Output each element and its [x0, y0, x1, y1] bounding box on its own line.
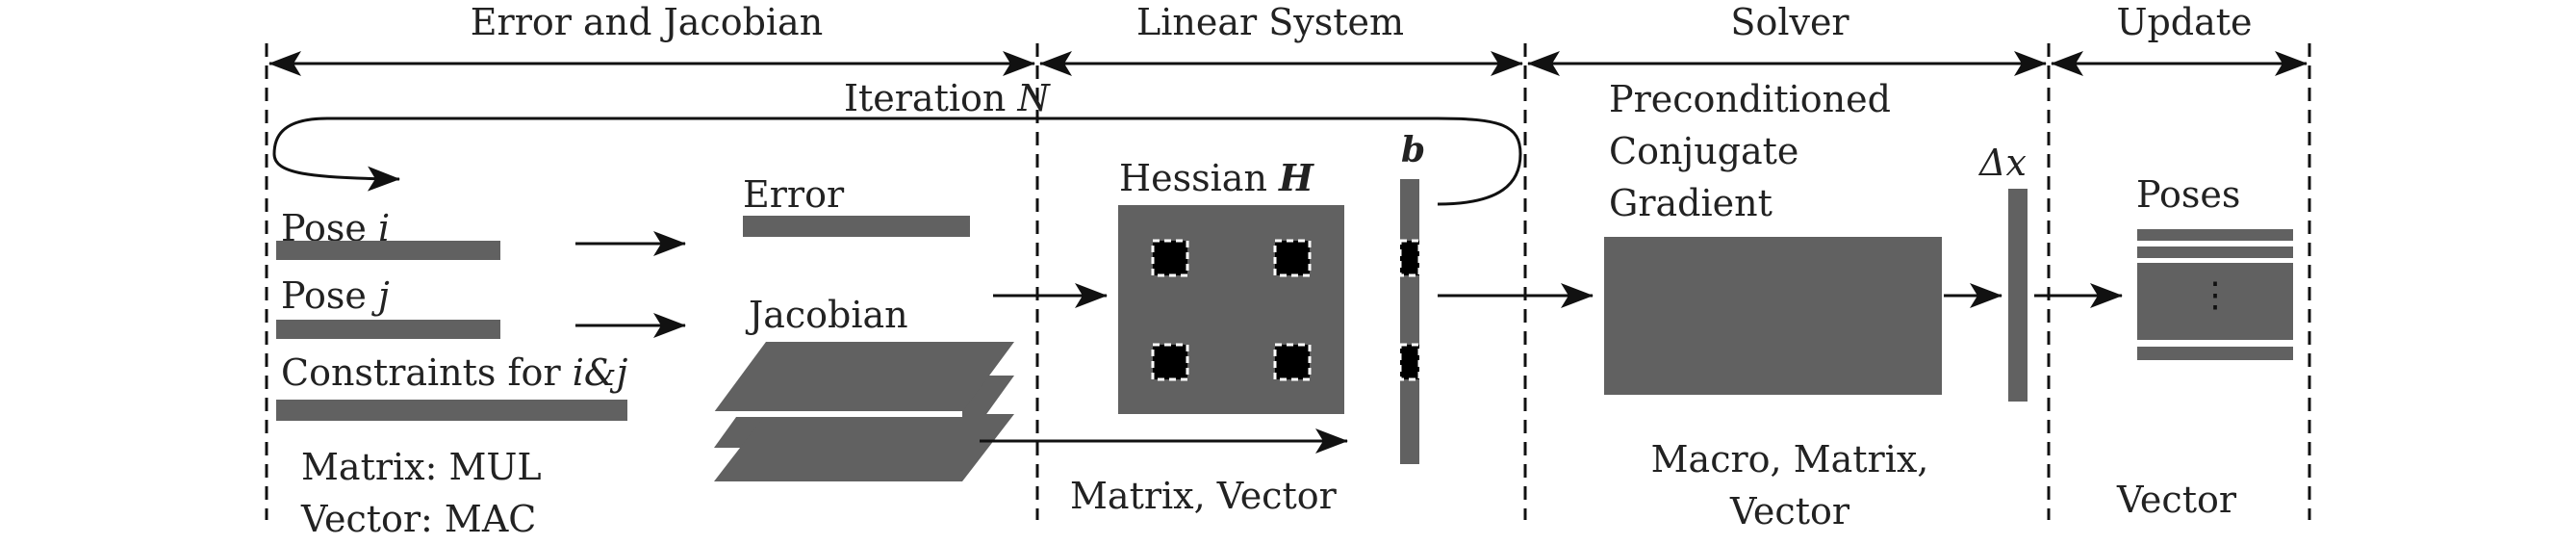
b-vector-blocks — [1398, 239, 1421, 381]
hessian-label: Hessian H — [1119, 156, 1314, 199]
hessian-block-jj — [1273, 343, 1312, 381]
pcg-label-line1: Preconditioned — [1609, 78, 1891, 120]
b-label: b — [1401, 130, 1425, 170]
pcg-block — [1604, 237, 1942, 395]
poses-row-1 — [2137, 229, 2293, 241]
b-vector — [1400, 179, 1419, 464]
jacobian-label: Jacobian — [745, 294, 908, 336]
iteration-loop — [272, 117, 1522, 206]
pcg-label-line3: Gradient — [1609, 182, 1773, 224]
poses-block — [2137, 263, 2293, 340]
stage-title-error-jacobian: Error and Jacobian — [471, 1, 823, 43]
jacobian-sheet-back-top — [714, 342, 1014, 412]
ops-update: Vector — [2116, 479, 2237, 521]
constraints-label: Constraints for i&j — [281, 351, 628, 394]
poses-ellipsis: ⋮ — [2198, 275, 2232, 315]
error-bar — [743, 216, 970, 237]
iteration-var: N — [1016, 77, 1051, 119]
b-block-j — [1398, 343, 1421, 381]
ops-linear-system: Matrix, Vector — [1070, 475, 1338, 517]
jacobian-sheet-front — [714, 414, 1014, 481]
ops-solver-line1: Macro, Matrix, — [1651, 438, 1929, 480]
pose-i-bar — [276, 241, 500, 260]
iteration-text: Iteration — [844, 77, 1006, 119]
stage-dividers — [265, 43, 2311, 520]
constraints-bar — [276, 400, 627, 421]
pcg-label-line2: Conjugate — [1609, 130, 1798, 172]
hessian-block-ji — [1151, 343, 1189, 381]
poses-row-2 — [2137, 247, 2293, 258]
ops-error-jacobian-line2: Vector: MAC — [300, 498, 536, 540]
hessian-blocks — [1151, 239, 1312, 381]
pose-j-bar — [276, 320, 500, 339]
poses-label: Poses — [2136, 173, 2240, 216]
hessian-matrix — [1118, 205, 1344, 414]
ops-solver-line2: Vector — [1729, 490, 1850, 532]
hessian-block-ii — [1151, 239, 1189, 277]
hessian-block-ij — [1273, 239, 1312, 277]
pose-j-label: Pose j — [281, 274, 390, 317]
b-block-i — [1398, 239, 1421, 277]
error-label: Error — [743, 173, 845, 216]
poses-row-last — [2137, 347, 2293, 360]
ops-error-jacobian-line1: Matrix: MUL — [301, 446, 542, 488]
stage-title-update: Update — [2116, 1, 2252, 43]
stage-title-linear-system: Linear System — [1136, 1, 1404, 43]
delta-x-label: Δx — [1977, 142, 2027, 184]
iteration-label: Iteration N — [844, 77, 1051, 119]
hessian-var: H — [1278, 156, 1314, 199]
stage-title-solver: Solver — [1730, 1, 1849, 43]
delta-x-vector — [2008, 189, 2028, 402]
